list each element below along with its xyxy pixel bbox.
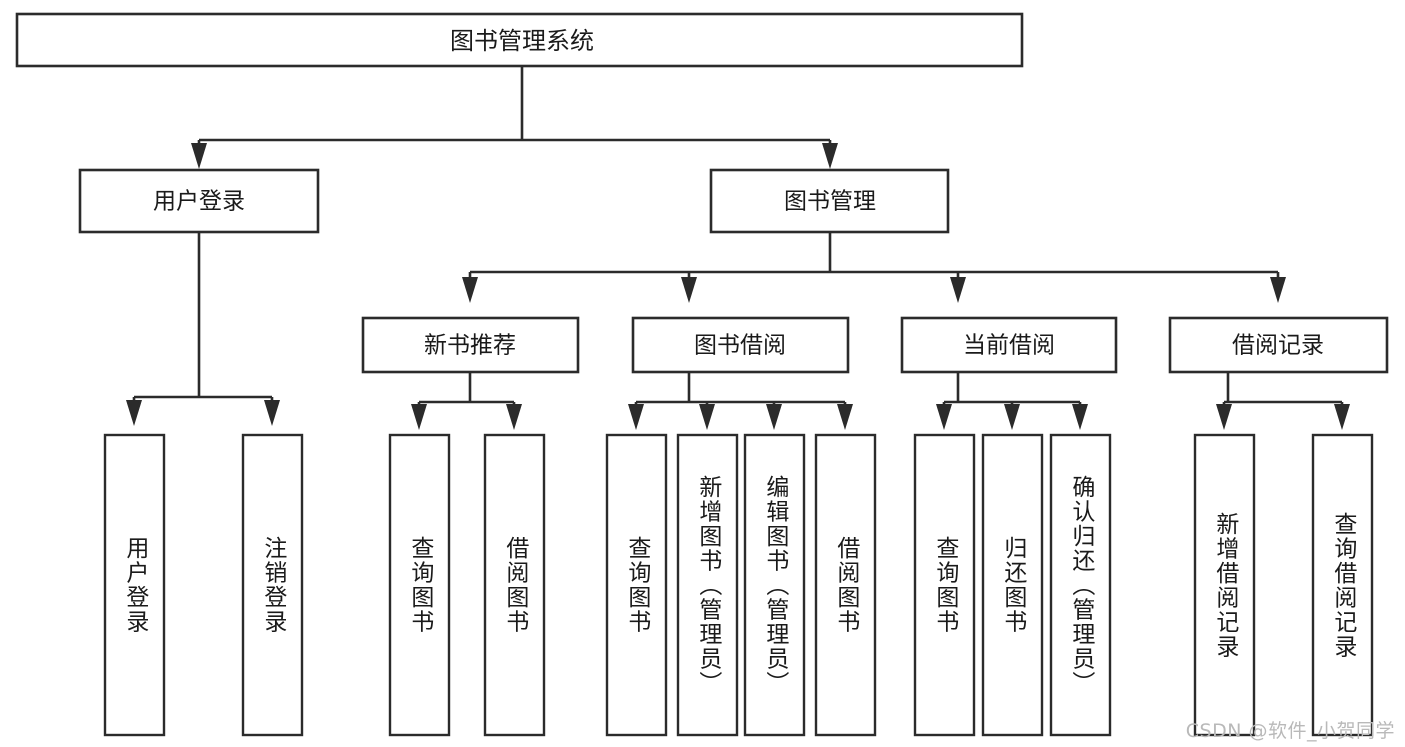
arrow-to-current-borrow	[950, 277, 966, 303]
connector-group	[126, 66, 1350, 430]
arrow-to-leaf-query-record	[1334, 404, 1350, 430]
connector-borrow-to-leaves	[634, 372, 847, 410]
leaf-box-query-record[interactable]	[1311, 433, 1374, 737]
arrow-to-book-borrow	[681, 277, 697, 303]
node-new-book-recommend-label: 新书推荐	[424, 333, 516, 359]
arrow-to-new-book-recommend	[462, 277, 478, 303]
arrow-to-leaf-query-book-2	[628, 404, 644, 430]
arrow-to-leaf-query-book-3	[936, 404, 952, 430]
leaf-box-add-record[interactable]	[1193, 433, 1256, 737]
node-user-login-label: 用户登录	[153, 189, 245, 215]
arrow-to-leaf-logout	[264, 400, 280, 426]
node-borrow-record-label: 借阅记录	[1232, 333, 1324, 359]
leaf-box-confirm-return[interactable]	[1049, 433, 1112, 737]
leaf-box-return-book[interactable]	[981, 433, 1044, 737]
arrow-to-leaf-add-book	[699, 404, 715, 430]
node-root-book-management-system[interactable]: 图书管理系统	[15, 12, 1024, 68]
node-book-management-label: 图书管理	[784, 189, 876, 215]
leaf-box-query-book-1[interactable]	[388, 433, 451, 737]
node-user-login[interactable]: 用户登录	[78, 168, 320, 234]
leaf-box-user-login[interactable]	[103, 433, 166, 737]
node-book-borrow[interactable]: 图书借阅	[631, 316, 850, 374]
arrow-to-borrow-record	[1270, 277, 1286, 303]
node-book-borrow-label: 图书借阅	[694, 333, 786, 359]
arrow-to-leaf-query-book-1	[411, 404, 427, 430]
leaf-box-borrow-book-1[interactable]	[483, 433, 546, 737]
csdn-watermark: CSDN @软件_小贺同学	[1185, 720, 1395, 742]
arrow-to-leaf-confirm-return	[1072, 404, 1088, 430]
node-book-management[interactable]: 图书管理	[709, 168, 950, 234]
connector-userlogin-to-leaves	[132, 232, 274, 408]
connector-record-to-leaves	[1222, 372, 1344, 410]
leaf-box-logout[interactable]	[241, 433, 304, 737]
node-borrow-record[interactable]: 借阅记录	[1168, 316, 1389, 374]
node-current-borrow-label: 当前借阅	[963, 333, 1055, 359]
arrow-to-leaf-borrow-book-1	[506, 404, 522, 430]
arrow-to-book-manage	[822, 143, 838, 169]
arrow-to-user-login	[191, 143, 207, 169]
node-current-borrow[interactable]: 当前借阅	[900, 316, 1118, 374]
leaf-box-query-book-2[interactable]	[605, 433, 668, 737]
connector-bookmanage-to-level3	[468, 232, 1280, 285]
node-new-book-recommend[interactable]: 新书推荐	[361, 316, 580, 374]
leaf-box-edit-book[interactable]	[743, 433, 806, 737]
leaf-box-add-book[interactable]	[676, 433, 739, 737]
leaf-box-query-book-3[interactable]	[913, 433, 976, 737]
arrow-to-leaf-user-login	[126, 400, 142, 426]
connector-root-to-level2	[197, 66, 832, 152]
node-root-label: 图书管理系统	[450, 27, 594, 55]
connector-recommend-to-leaves	[417, 372, 516, 410]
arrow-to-leaf-add-record	[1216, 404, 1232, 430]
arrow-to-leaf-borrow-book-2	[837, 404, 853, 430]
arrow-to-leaf-edit-book	[766, 404, 782, 430]
leaf-box-borrow-book-2[interactable]	[814, 433, 877, 737]
arrow-to-leaf-return-book	[1004, 404, 1020, 430]
